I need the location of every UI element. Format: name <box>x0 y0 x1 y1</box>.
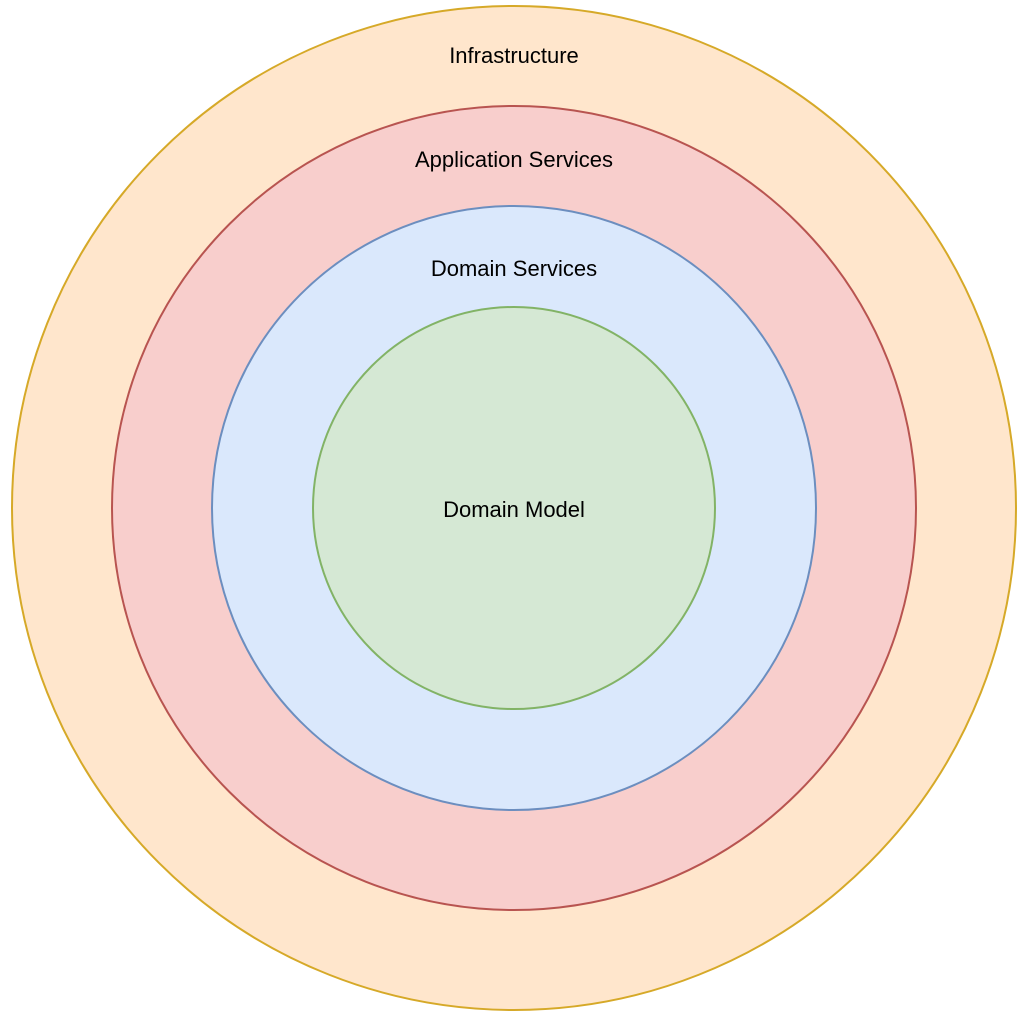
domain-services-label: Domain Services <box>431 256 597 281</box>
application-services-label: Application Services <box>415 147 613 172</box>
domain-model-circle <box>312 306 716 710</box>
domain-model-label: Domain Model <box>443 497 585 522</box>
infrastructure-label: Infrastructure <box>449 43 579 68</box>
layer-domain-model <box>312 306 716 710</box>
